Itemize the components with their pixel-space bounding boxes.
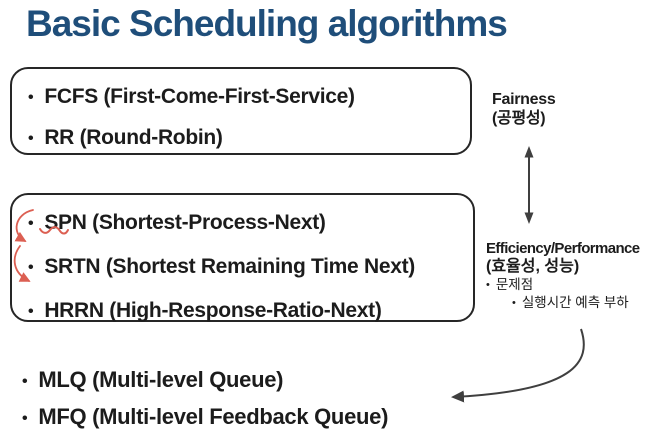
efficiency-note-problem: • 문제점	[486, 276, 640, 294]
bullet-icon: •	[28, 89, 34, 106]
page-title: Basic Scheduling algorithms	[26, 3, 508, 44]
efficiency-note-overhead-label: 실행시간 예측 부하	[521, 295, 629, 310]
efficiency-note-problem-label: 문제점	[495, 277, 534, 292]
basic-algorithms-box: • FCFS (First-Come-First-Service) • RR (Ro…	[10, 67, 472, 155]
list-item-fcfs-label: FCFS (First-Come-First-Service)	[44, 85, 355, 108]
efficiency-block: Efficiency/Performance (효율성, 성능) • 문제점 • 실…	[486, 240, 640, 312]
efficiency-note-overhead: • 실행시간 예측 부하	[486, 294, 640, 312]
curved-arrow-to-mlq-icon	[451, 328, 585, 403]
list-item-rr: • RR (Round-Robin)	[28, 118, 470, 159]
bullet-icon: •	[28, 215, 34, 232]
bullet-icon: •	[22, 410, 28, 427]
bullet-icon: •	[28, 259, 34, 276]
list-item-spn-label: SPN (Shortest-Process-Next)	[44, 211, 326, 234]
list-item-hrrn-label: HRRN (High-Response-Ratio-Next)	[44, 299, 382, 322]
list-item-spn: • SPN (Shortest-Process-Next)	[28, 201, 473, 245]
list-item-srtn-label: SRTN (Shortest Remaining Time Next)	[44, 255, 415, 278]
fairness-efficiency-arrow-icon	[524, 146, 534, 224]
list-item-mlq-label: MLQ (Multi-level Queue)	[38, 367, 284, 392]
efficiency-label-kr: (효율성, 성능)	[486, 258, 580, 275]
bullet-icon: •	[22, 373, 28, 390]
bullet-icon: •	[28, 303, 34, 320]
fairness-label-en: Fairness	[492, 91, 556, 108]
list-item-mfq: • MFQ (Multi-level Feedback Queue)	[22, 404, 388, 430]
bullet-icon: •	[486, 279, 490, 291]
list-item-rr-label: RR (Round-Robin)	[44, 126, 223, 149]
bullet-icon: •	[28, 130, 34, 147]
list-item-fcfs: • FCFS (First-Come-First-Service)	[28, 77, 470, 118]
bullet-icon: •	[512, 297, 516, 309]
list-item-srtn: • SRTN (Shortest Remaining Time Next)	[28, 245, 473, 289]
list-item-mfq-label: MFQ (Multi-level Feedback Queue)	[38, 404, 389, 429]
fairness-label: Fairness (공평성)	[492, 90, 556, 128]
advanced-algorithms-box: • SPN (Shortest-Process-Next) • SRTN (Shor…	[10, 193, 475, 322]
list-item-hrrn: • HRRN (High-Response-Ratio-Next)	[28, 289, 473, 333]
list-item-mlq: • MLQ (Multi-level Queue)	[22, 367, 284, 393]
efficiency-label-en: Efficiency/Performance	[486, 240, 640, 257]
fairness-label-kr: (공평성)	[492, 110, 546, 127]
